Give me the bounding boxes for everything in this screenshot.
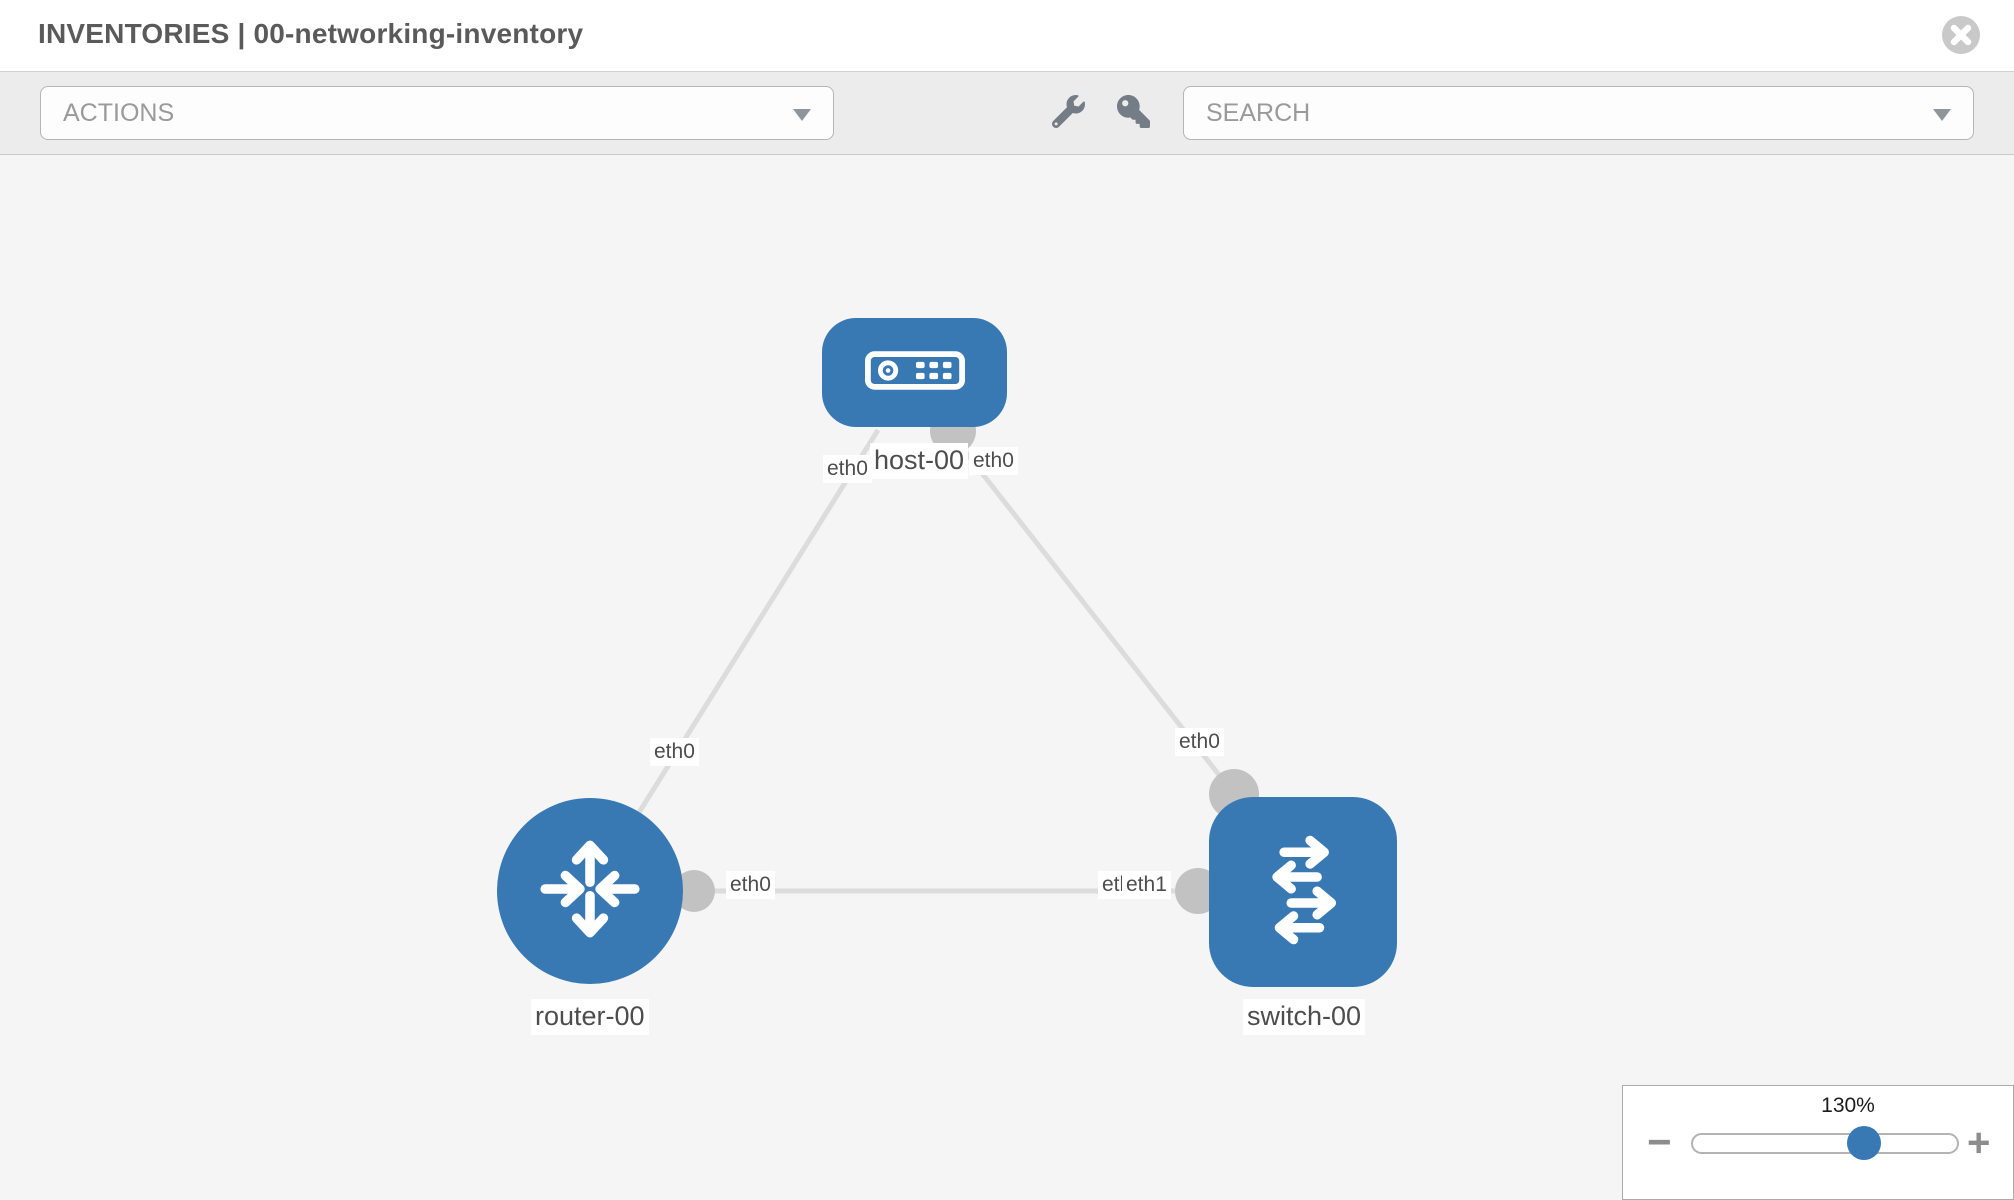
close-icon (1941, 16, 1981, 58)
links-layer (587, 408, 1303, 914)
configure-button[interactable] (1040, 86, 1096, 140)
close-button[interactable] (1941, 15, 1981, 55)
zoom-in-button[interactable]: + (1967, 1121, 1991, 1165)
interface-label-eth0: eth0 (969, 447, 1018, 476)
switch-icon-node[interactable] (1209, 797, 1397, 987)
zoom-slider-track[interactable] (1691, 1133, 1959, 1154)
node-label-switch: switch-00 (1243, 999, 1366, 1035)
interface-label-eth0: eth0 (726, 871, 775, 900)
zoom-slider-thumb[interactable] (1847, 1126, 1881, 1160)
host-icon (864, 350, 965, 395)
chevron-down-icon (1933, 109, 1951, 121)
key-icon (1116, 95, 1150, 131)
page-title: INVENTORIES | 00-networking-inventory (38, 18, 584, 49)
interface-label-eth0: eth0 (823, 455, 872, 484)
node-label-router: router-00 (531, 999, 649, 1035)
router-icon (534, 833, 646, 950)
zoom-out-button[interactable]: − (1647, 1118, 1672, 1165)
zoom-value: 130% (1821, 1094, 1875, 1117)
interface-connector (673, 870, 715, 912)
actions-dropdown[interactable]: ACTIONS (40, 86, 834, 140)
chevron-down-icon (793, 109, 811, 121)
search-dropdown[interactable]: SEARCH (1183, 86, 1974, 140)
actions-dropdown-label: ACTIONS (63, 99, 175, 127)
wrench-icon (1051, 94, 1085, 131)
search-dropdown-label: SEARCH (1206, 99, 1311, 127)
node-host-00[interactable] (822, 318, 1007, 427)
zoom-panel: 130% − + (1622, 1085, 2014, 1200)
header-bar: INVENTORIES | 00-networking-inventory (0, 0, 2014, 72)
switch-icon (1244, 831, 1362, 954)
node-router-00[interactable] (497, 798, 683, 984)
node-label-host: host-00 (870, 443, 969, 479)
interface-label-eth0: eth0 (650, 738, 699, 767)
topology-canvas[interactable]: host-00 router-00 switch-00 eth0 eth0 et… (0, 155, 2014, 1200)
toolbar: ACTIONS SEARCH (0, 72, 2014, 155)
credentials-button[interactable] (1105, 86, 1161, 140)
interface-label-eth1: eth1 (1122, 871, 1171, 900)
interface-label-eth0: eth0 (1175, 728, 1224, 757)
